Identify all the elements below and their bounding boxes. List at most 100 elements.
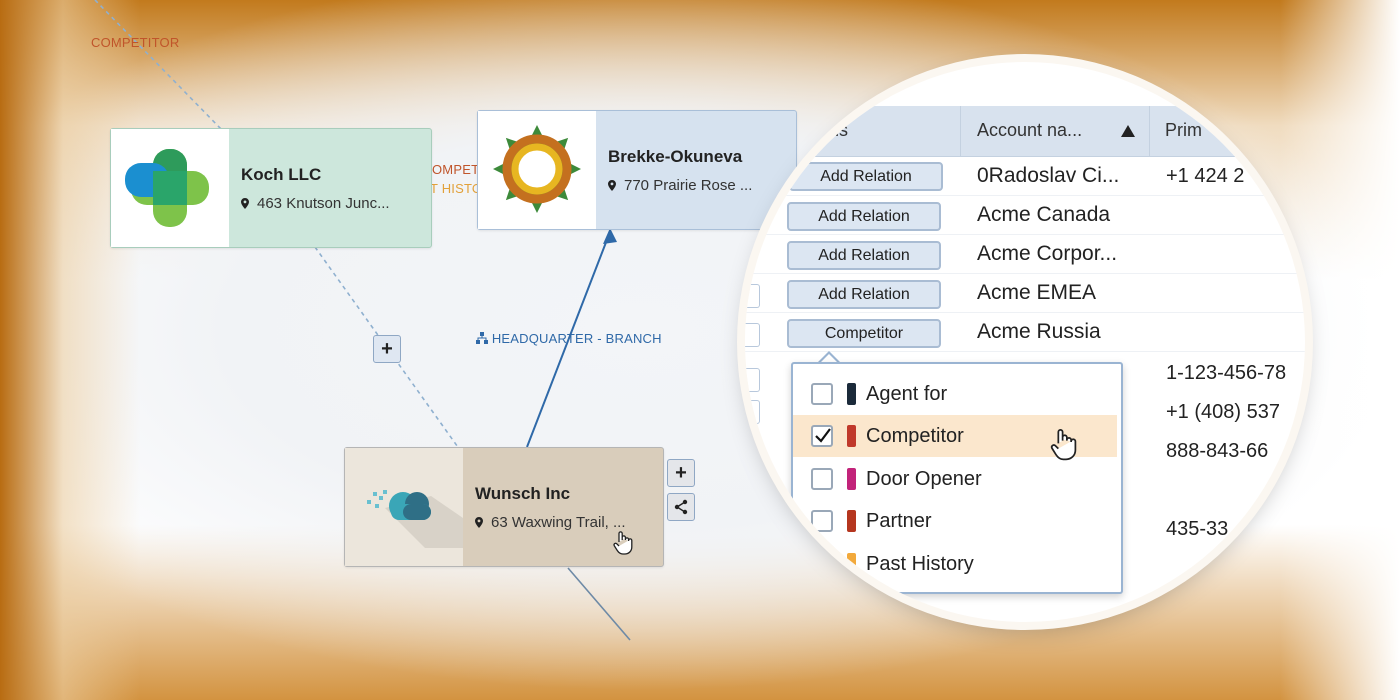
phone-cell: +1 (408) 537 [1166,401,1280,423]
node-name: Wunsch Inc [475,483,571,503]
plus-icon: + [675,461,687,484]
relation-type-dropdown: Agent for Competitor Door Opener Partner [791,362,1123,594]
option-checkbox[interactable] [811,510,833,532]
brekke-logo [478,111,596,229]
node-address-text: 770 Prairie Rose ... [624,176,753,194]
add-node-button[interactable]: + [373,335,401,363]
option-checkbox[interactable] [811,468,833,490]
color-swatch [847,425,856,447]
edge-label-past-history-partial: T HISTO [430,181,483,196]
option-label: Agent for [866,382,948,405]
hand-cursor-icon [1050,429,1077,461]
account-name-cell[interactable]: Acme Russia [977,320,1101,343]
row-divider [745,234,1305,235]
node-brekke-okuneva[interactable]: Brekke-Okuneva 770 Prairie Rose ... [477,110,797,230]
add-relation-button[interactable]: Add Relation [787,241,941,270]
node-add-button[interactable]: + [667,459,695,487]
koch-info: Koch LLC 463 Knutson Junc... [229,129,431,247]
color-swatch [847,383,856,405]
add-relation-button[interactable]: Add Relation [787,280,941,309]
hand-cursor-icon [613,531,633,555]
column-separator [960,106,961,156]
node-share-button[interactable] [667,493,695,521]
row-checkbox[interactable] [745,323,760,347]
color-swatch [847,468,856,490]
row-divider [745,312,1305,313]
option-agent-for[interactable]: Agent for [793,373,1117,415]
cloud-logo [367,490,463,548]
plus-icon: + [381,337,393,360]
row-checkbox[interactable] [745,400,760,424]
phone-cell: 1-123-456-78 [1166,362,1287,384]
phone-cell: 435-33 [1166,518,1229,540]
magnified-grid-view: ns Account na... Prim Add Relation 0Rado… [745,62,1305,622]
edge-label-headquarter-branch-text: HEADQUARTER - BRANCH [491,331,662,346]
node-address: 463 Knutson Junc... [241,195,421,212]
row-divider [745,195,1305,196]
option-label: Door Opener [866,467,982,490]
option-door-opener[interactable]: Door Opener [793,458,1117,500]
bottom-link [567,567,631,641]
row-checkbox[interactable] [745,284,760,308]
row-divider [745,351,1305,352]
phone-cell: +1 424 2 [1166,165,1245,187]
share-icon [674,499,688,515]
koch-logo [111,129,229,247]
option-partner[interactable]: Partner [793,500,1117,542]
wunsch-logo [345,448,463,566]
color-swatch [847,553,856,575]
checkmark-icon [815,428,831,443]
hq-arrowhead [603,228,617,244]
row-checkbox[interactable] [745,368,760,392]
column-header-primary[interactable]: Prim [1165,120,1202,140]
sort-asc-icon[interactable] [1121,125,1135,137]
node-wunsch-inc[interactable]: Wunsch Inc 63 Waxwing Trail, ... [344,447,664,567]
node-koch-llc[interactable]: Koch LLC 463 Knutson Junc... [110,128,432,248]
map-pin-icon [475,516,483,528]
brekke-info: Brekke-Okuneva 770 Prairie Rose ... [596,111,796,229]
column-header-relations[interactable]: ns [829,120,849,140]
add-relation-button[interactable]: Add Relation [789,162,943,191]
column-separator [1149,106,1150,156]
competitor-relation-button[interactable]: Competitor [787,319,941,348]
node-name: Brekke-Okuneva [608,146,743,166]
map-pin-icon [241,197,249,209]
plus-cross-logo [125,149,209,227]
grid-header [745,106,1305,157]
option-checkbox[interactable] [811,553,833,575]
hierarchy-icon [476,332,488,344]
map-pin-icon [608,179,616,191]
option-competitor[interactable]: Competitor [793,415,1117,461]
option-checkbox-checked[interactable] [811,425,833,447]
node-address-text: 63 Waxwing Trail, ... [491,513,626,531]
account-name-cell[interactable]: Acme Canada [977,203,1111,226]
wunsch-info: Wunsch Inc 63 Waxwing Trail, ... [463,448,663,566]
background-edge-left [0,0,140,700]
option-label: Partner [866,509,932,532]
competitor-link [94,0,223,131]
node-address-text: 463 Knutson Junc... [257,194,390,212]
option-label: Competitor [866,424,964,447]
option-label: Past History [866,552,974,575]
edge-label-competitor-partial: OMPETIT [432,162,492,177]
node-name: Koch LLC [241,164,322,184]
color-swatch [847,510,856,532]
option-checkbox[interactable] [811,383,833,405]
node-address: 63 Waxwing Trail, ... [475,514,653,531]
hq-branch-link [526,231,611,448]
phone-cell: 888-843-66 [1166,440,1269,462]
account-name-cell[interactable]: Acme EMEA [977,281,1097,304]
option-past-history[interactable]: Past History [793,543,1117,585]
account-name-cell[interactable]: Acme Corpor... [977,242,1118,265]
add-relation-button[interactable]: Add Relation [787,202,941,231]
row-divider [745,273,1305,274]
competitor-link-lower [314,246,461,451]
column-header-account-name[interactable]: Account na... [977,120,1083,140]
account-name-cell[interactable]: 0Radoslav Ci... [977,164,1120,187]
dropdown-caret-inner [819,354,839,364]
sunflower-logo [493,125,581,213]
edge-label-headquarter-branch: HEADQUARTER - BRANCH [476,331,662,346]
edge-label-competitor: COMPETITOR [91,35,180,50]
node-address: 770 Prairie Rose ... [608,177,786,194]
